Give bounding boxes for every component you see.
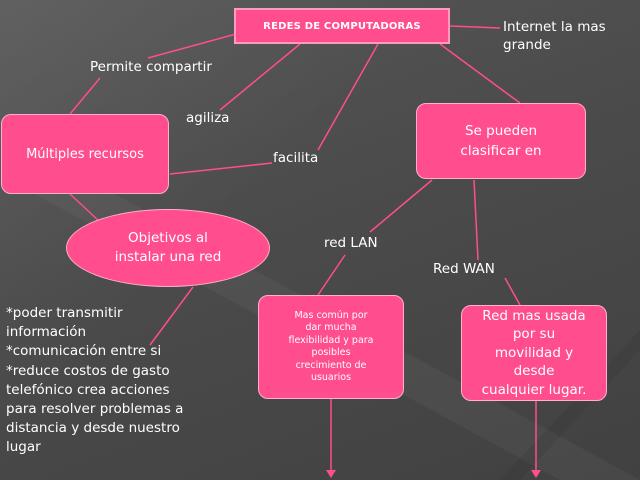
node-objetivos: Objetivos al instalar una red [66, 209, 270, 287]
node-lan-description: Mas común por dar mucha flexibilidad y p… [258, 295, 404, 399]
objetivos-list-item: lugar [6, 439, 41, 456]
connector-facilita-multi [169, 162, 273, 175]
connector-title-clasificar [439, 43, 521, 104]
node-clasificar-line1: Se pueden [464, 123, 537, 139]
arrowhead-wan [531, 470, 541, 478]
node-wan-line: desde [513, 363, 555, 380]
connector-title-facilita [317, 43, 379, 151]
objetivos-list-item: *comunicación entre si [6, 343, 162, 360]
node-lan-line: crecimiento de [295, 359, 367, 371]
label-red-lan: red LAN [324, 235, 378, 251]
node-lan-line: usuarios [310, 372, 352, 383]
label-internet: Internet la mas grande [503, 18, 606, 54]
label-agiliza: agiliza [186, 110, 230, 126]
node-lan-line: Mas común por [294, 309, 368, 321]
connector-objetivos-list [149, 286, 194, 346]
node-lan-line: flexibilidad y para [288, 334, 374, 346]
node-wan-line: por su [512, 326, 556, 343]
node-multiples-recursos: Múltiples recursos [1, 114, 169, 194]
node-wan-line: movilidad y [494, 344, 574, 361]
objetivos-list-item: para resolver problemas a [6, 401, 184, 418]
arrowhead-lan [326, 470, 336, 478]
node-lan-line: posibles [311, 347, 351, 358]
diagram-title: REDES DE COMPUTADORAS [263, 20, 421, 32]
label-permite-compartir: Permite compartir [90, 59, 212, 75]
node-objetivos-line2: instalar una red [114, 249, 222, 265]
node-objetivos-line1: Objetivos al [128, 230, 208, 246]
connector-clasificar-wan [473, 179, 479, 261]
node-clasificar-line2: clasificar en [460, 143, 542, 159]
label-internet-line1: Internet la mas [503, 19, 606, 35]
label-facilita: facilita [273, 150, 319, 166]
objetivos-list-item: distancia y desde nuestro [6, 420, 180, 437]
label-internet-line2: grande [503, 37, 551, 53]
diagram-title-box: REDES DE COMPUTADORAS [234, 8, 450, 44]
node-wan-description: Red mas usada por su movilidad y desde c… [461, 305, 607, 401]
node-lan-line: dar mucha [305, 322, 357, 333]
objetivos-list-item: *reduce costos de gasto [6, 362, 170, 379]
connector-permite-multi [69, 77, 101, 115]
connector-lan-box [317, 254, 346, 296]
objetivos-list-item: información [6, 324, 87, 341]
objetivos-list: *poder transmitir información *comunicac… [6, 304, 246, 458]
connector-clasificar-lan [369, 179, 433, 233]
node-wan-line: Red mas usada [482, 307, 586, 324]
connector-title-internet [449, 25, 501, 29]
node-wan-line: cualquier lugar. [481, 381, 587, 398]
label-red-wan: Red WAN [433, 261, 495, 277]
connector-title-agiliza [219, 43, 301, 111]
connector-multi-objetivos [69, 193, 101, 223]
objetivos-list-item: *poder transmitir [6, 305, 123, 321]
connector-wan-box [504, 277, 521, 306]
connector-title-permite [147, 33, 237, 59]
objetivos-list-item: telefónico crea acciones [6, 381, 170, 398]
node-multiples-recursos-text: Múltiples recursos [26, 146, 144, 162]
node-clasificar: Se pueden clasificar en [416, 103, 586, 179]
